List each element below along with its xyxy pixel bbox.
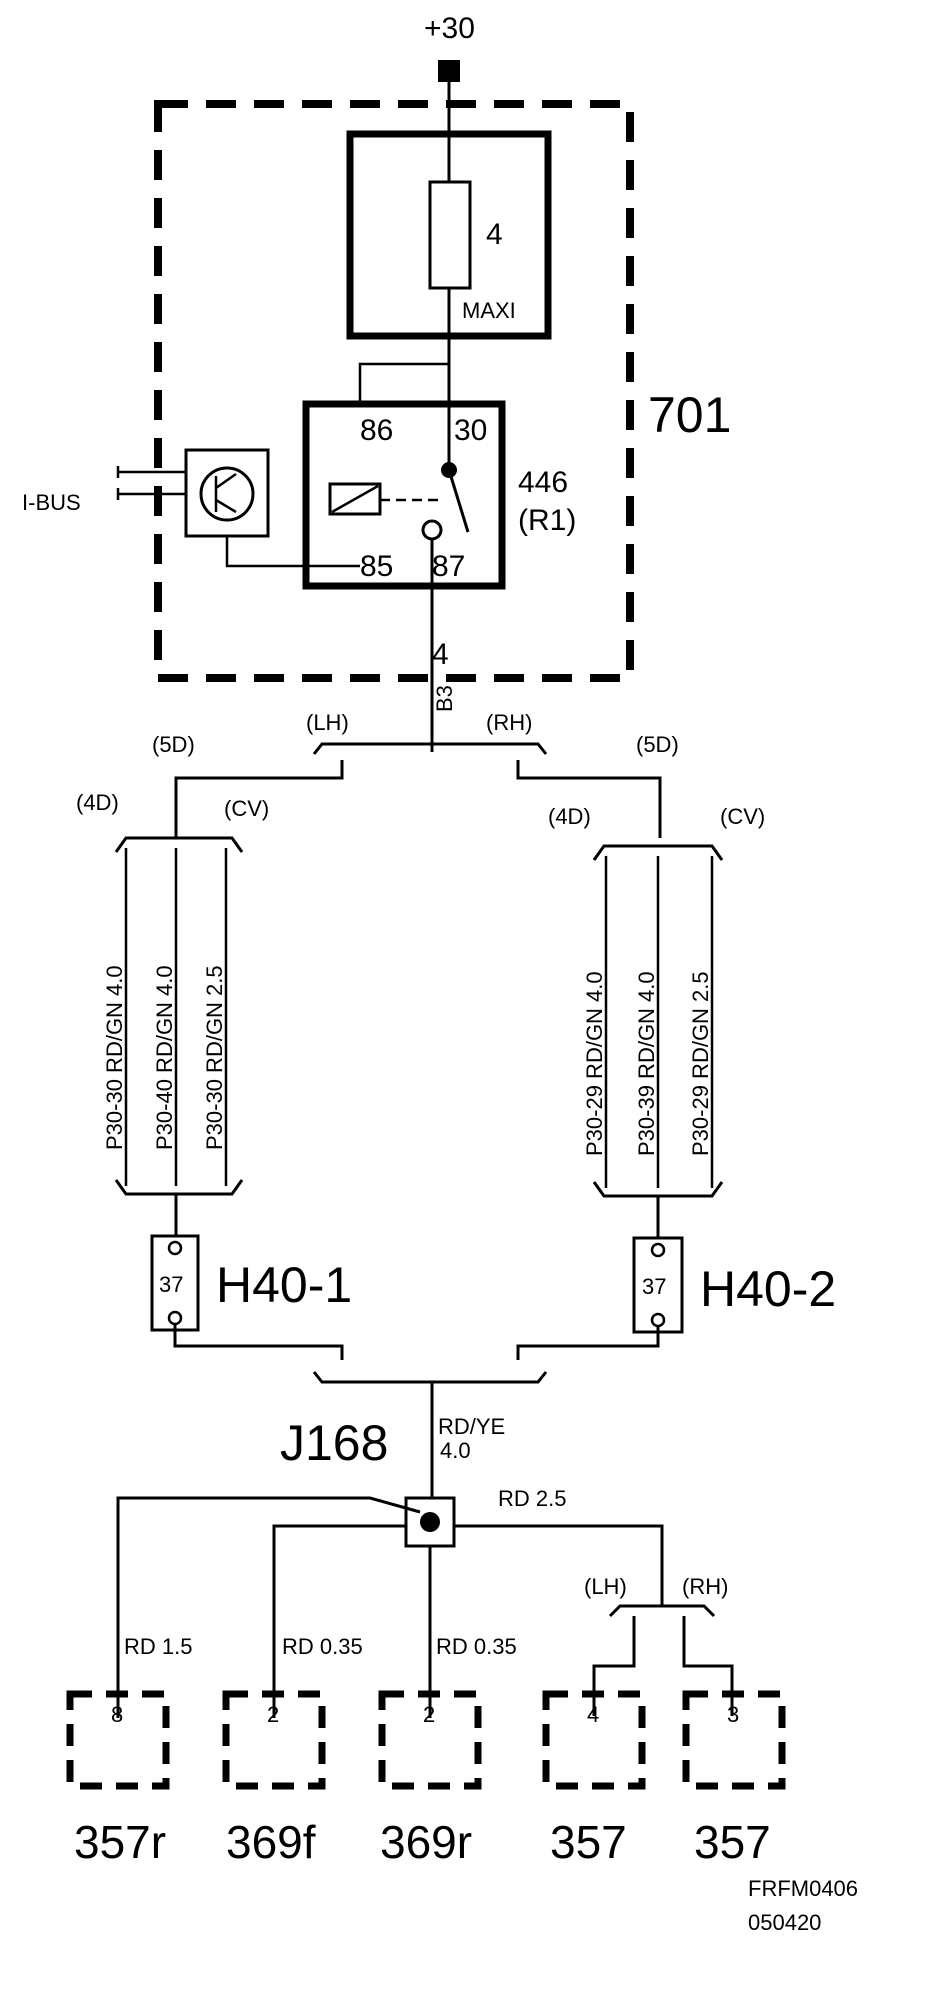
junction-in-wire-2: 4.0 xyxy=(440,1438,471,1463)
relay-pin-86: 86 xyxy=(360,414,393,447)
right-wire-2: P30-39 RD/GN 4.0 xyxy=(634,971,659,1156)
output-wire-code: B3 xyxy=(432,685,457,712)
output-wire-number: 4 xyxy=(432,638,449,671)
bottom-branch-rh: (RH) xyxy=(682,1574,728,1599)
left-wire-1: P30-30 RD/GN 4.0 xyxy=(102,965,127,1150)
supply-label: +30 xyxy=(424,12,475,45)
left-5d-label: (5D) xyxy=(152,732,195,757)
right-5d-label: (5D) xyxy=(636,732,679,757)
bottom-wire-3: RD 0.35 xyxy=(436,1634,517,1659)
fuse-element xyxy=(428,180,472,290)
right-wire-1: P30-29 RD/GN 4.0 xyxy=(582,971,607,1156)
module-label: 701 xyxy=(648,387,731,443)
component-pin-1: 8 xyxy=(111,1702,123,1727)
component-box-5 xyxy=(682,1690,786,1790)
relay-contact-87 xyxy=(421,519,443,541)
h40-2-label: H40-2 xyxy=(700,1261,836,1317)
junction-in-wire-1: RD/YE xyxy=(438,1414,505,1439)
h40-2-pin: 37 xyxy=(642,1274,666,1299)
transistor-icon xyxy=(199,466,255,522)
component-box-3 xyxy=(378,1690,482,1790)
right-cv-label: (CV) xyxy=(720,804,765,829)
footer-code: FRFM0406 xyxy=(748,1876,858,1901)
fuse-number: 4 xyxy=(486,218,503,251)
component-label-3: 369r xyxy=(380,1816,472,1868)
component-box-4 xyxy=(542,1690,646,1790)
relay-pin-85: 85 xyxy=(360,550,393,583)
component-pin-2: 2 xyxy=(267,1702,279,1727)
left-cv-label: (CV) xyxy=(224,796,269,821)
top-branch-rh: (RH) xyxy=(486,710,532,735)
component-box-1 xyxy=(66,1690,170,1790)
bus-label: I-BUS xyxy=(22,490,81,515)
h40-1-label: H40-1 xyxy=(216,1257,352,1313)
bottom-wire-1: RD 1.5 xyxy=(124,1634,192,1659)
footer-date: 050420 xyxy=(748,1910,821,1935)
relay-sub-label: (R1) xyxy=(518,504,576,537)
component-label-2: 369f xyxy=(226,1816,316,1868)
supply-terminal xyxy=(438,60,460,82)
bottom-branch-lh: (LH) xyxy=(584,1574,627,1599)
h40-1-pin: 37 xyxy=(159,1272,183,1297)
component-pin-5: 3 xyxy=(727,1702,739,1727)
module-boundary xyxy=(154,100,634,682)
left-wire-3: P30-30 RD/GN 2.5 xyxy=(202,965,227,1150)
right-4d-label: (4D) xyxy=(548,804,591,829)
component-box-2 xyxy=(222,1690,326,1790)
left-4d-label: (4D) xyxy=(76,790,119,815)
fuse-box xyxy=(346,130,552,340)
junction-out-wire: RD 2.5 xyxy=(498,1486,566,1511)
junction-node xyxy=(420,1512,440,1532)
component-label-1: 357r xyxy=(74,1816,166,1868)
relay-pin-30: 30 xyxy=(454,414,487,447)
component-pin-4: 4 xyxy=(587,1702,599,1727)
bottom-wire-2: RD 0.35 xyxy=(282,1634,363,1659)
fuse-type: MAXI xyxy=(462,298,516,323)
component-pin-3: 2 xyxy=(423,1702,435,1727)
component-label-5: 357 xyxy=(694,1816,771,1868)
relay-box xyxy=(302,400,506,590)
left-wire-2: P30-40 RD/GN 4.0 xyxy=(152,965,177,1150)
component-label-4: 357 xyxy=(550,1816,627,1868)
right-wire-3: P30-29 RD/GN 2.5 xyxy=(688,971,713,1156)
relay-pin-87: 87 xyxy=(432,550,465,583)
relay-label: 446 xyxy=(518,466,568,499)
top-branch-lh: (LH) xyxy=(306,710,349,735)
junction-label: J168 xyxy=(280,1415,388,1471)
